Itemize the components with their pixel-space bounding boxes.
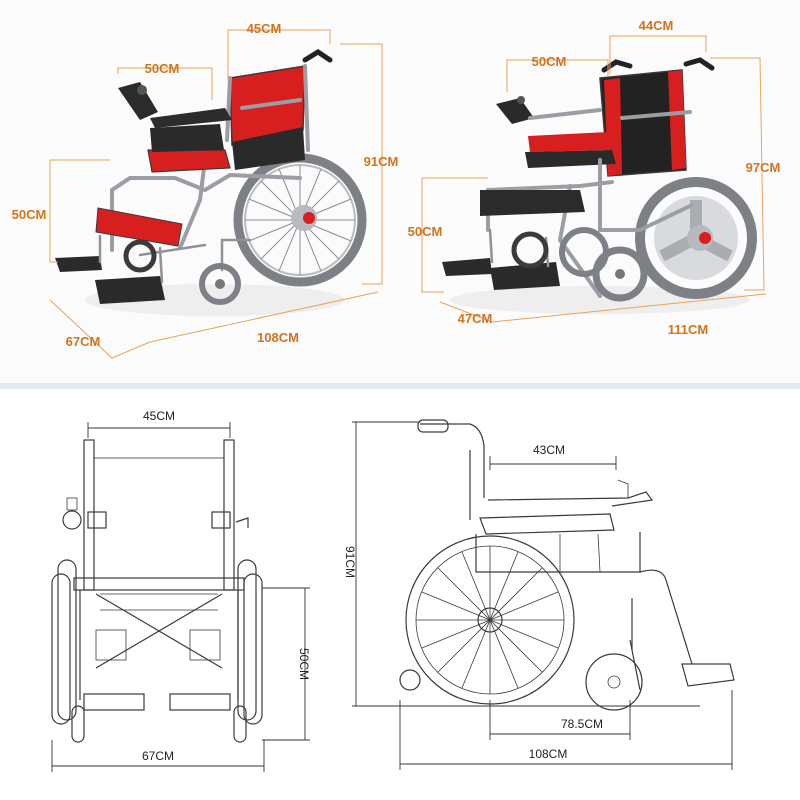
side-seat-depth-label: 43CM <box>533 443 565 457</box>
left-wheelchair-photo <box>55 49 367 316</box>
right-wheelchair-photo <box>442 57 757 314</box>
left-armrest-depth-label: 50CM <box>145 61 180 76</box>
right-width-top-label: 44CM <box>639 18 674 33</box>
side-total-height-label: 91CM <box>343 546 357 578</box>
left-overall-length-label: 108CM <box>257 330 299 345</box>
front-seat-height-label: 50CM <box>297 648 311 680</box>
left-overall-width-label: 67CM <box>66 334 101 349</box>
rear-wheel <box>635 177 757 299</box>
side-view-drawing <box>399 419 735 711</box>
side-view-dimensions <box>352 421 733 770</box>
right-seat-height-label: 50CM <box>408 224 443 239</box>
left-photo-dimensions <box>49 29 383 359</box>
front-width-top-label: 45CM <box>143 409 175 423</box>
right-armrest-depth-label: 50CM <box>532 54 567 69</box>
left-width-top-label: 45CM <box>247 21 282 36</box>
left-seat-height-label: 50CM <box>12 207 47 222</box>
front-view-dimensions <box>51 422 310 772</box>
side-overall-length-label: 108CM <box>529 747 568 761</box>
front-view-drawing <box>51 439 263 743</box>
front-overall-width-label: 67CM <box>142 749 174 763</box>
right-overall-width-label: 47CM <box>458 311 493 326</box>
right-photo-dimensions <box>421 35 767 323</box>
right-total-height-label: 97CM <box>746 160 781 175</box>
left-total-height-label: 91CM <box>364 154 399 169</box>
right-overall-length-label: 111CM <box>668 322 708 337</box>
side-wheelbase-label: 78.5CM <box>561 717 603 731</box>
